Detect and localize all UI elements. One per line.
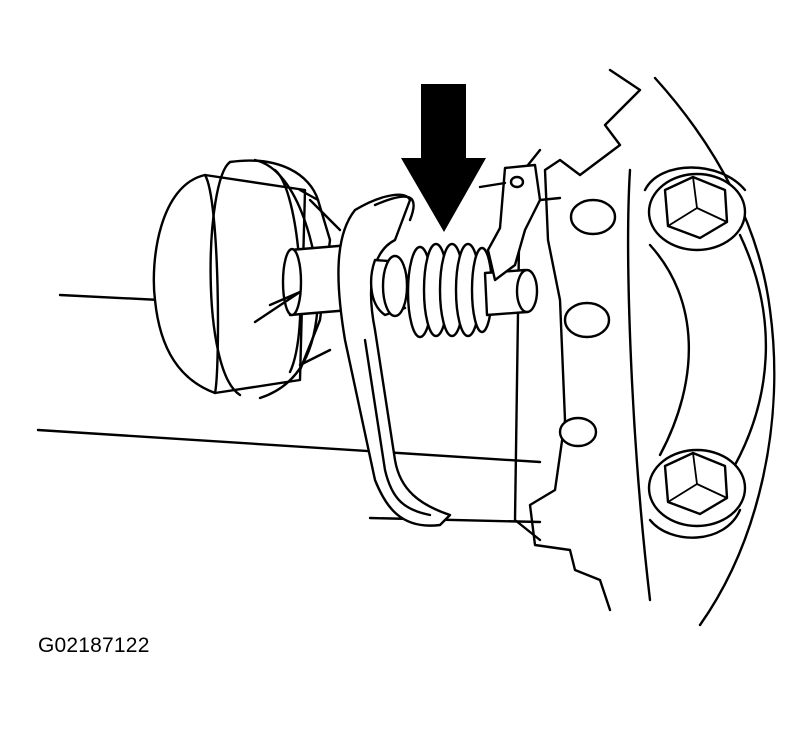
plate-hole-1 [569,198,617,236]
retaining-clip [369,254,409,318]
pointer-arrow [401,84,486,232]
lever-arm [337,193,452,527]
backing-plate [513,68,776,627]
rubber-boot [152,158,342,400]
boot-rod [253,243,352,324]
adjuster-rod [483,268,539,317]
figure-code: G02187122 [38,634,150,657]
cable-bracket [478,163,562,282]
hex-bolt-upper [647,172,747,252]
rod-outline [36,293,542,524]
bolt-bracket [643,166,768,539]
coil-spring [406,242,494,339]
plate-hole-2 [563,301,611,339]
hex-bolt-lower [647,448,747,528]
plate-hole-3 [558,416,598,448]
